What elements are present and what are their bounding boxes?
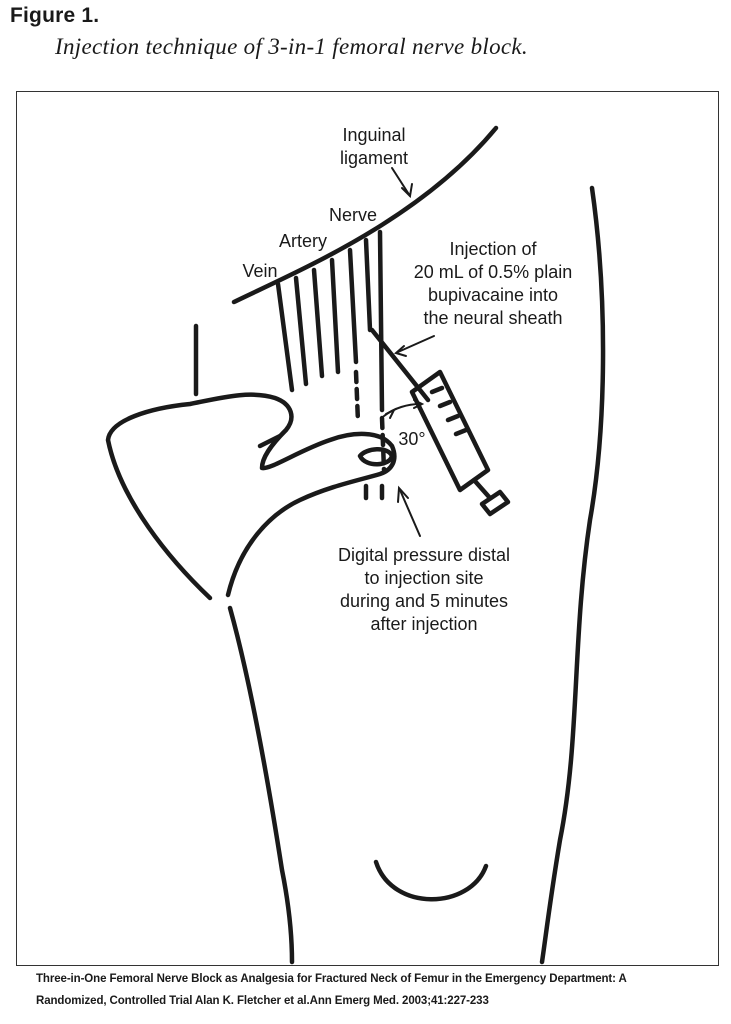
thigh-outline-left-lower	[227, 605, 295, 965]
syringe-grad-4	[453, 427, 469, 437]
syringe-barrel	[409, 369, 491, 493]
pressure-pointer-head	[397, 485, 409, 503]
nerve-line-2	[363, 237, 373, 333]
vein-label: Vein	[242, 261, 278, 281]
knee-crease	[373, 859, 489, 902]
ligament-pointer-line	[391, 167, 411, 197]
artery-line-2	[329, 257, 341, 375]
figure-label: Figure 1.	[10, 4, 100, 27]
nerve-label: Nerve	[328, 205, 377, 225]
inguinal-ligament-label: Inguinal ligament	[339, 125, 409, 168]
vein-line-2	[293, 275, 309, 387]
artery-line-1	[311, 267, 325, 379]
figure-frame	[16, 91, 719, 966]
injection-pointer-head	[393, 345, 407, 357]
caption-line-1: Three-in-One Femoral Nerve Block as Anal…	[36, 973, 627, 985]
angle-label: 30°	[398, 429, 426, 449]
syringe-grad-3	[445, 413, 461, 423]
inguinal-ligament-line	[231, 125, 499, 305]
pressure-label: Digital pressure distal to injection sit…	[337, 545, 511, 634]
caption-line-2: Randomized, Controlled Trial Alan K. Fle…	[36, 995, 489, 1007]
thigh-outline-right	[539, 185, 606, 965]
vein-line-1	[275, 281, 295, 393]
figure-caption: Three-in-One Femoral Nerve Block as Anal…	[36, 968, 716, 1012]
nerve-dash-1	[353, 369, 361, 425]
injection-label: Injection of 20 mL of 0.5% plain bupivac…	[413, 239, 573, 328]
figure-title: Injection technique of 3-in-1 femoral ne…	[55, 34, 528, 59]
hand-outline	[105, 392, 397, 601]
pressure-pointer-line	[399, 489, 421, 537]
syringe-plunger-cap	[479, 489, 511, 517]
artery-label: Artery	[278, 231, 327, 251]
syringe-plunger	[471, 477, 493, 501]
fingernail	[357, 447, 395, 467]
injection-pointer-line	[397, 335, 435, 353]
angle-arrow-left	[385, 407, 397, 419]
nerve-line-1	[347, 247, 359, 365]
syringe-grad-2	[437, 399, 453, 409]
angle-arc	[383, 403, 421, 417]
syringe-grad-1	[429, 385, 445, 395]
thumb-line	[257, 433, 283, 449]
nerve-line-3	[377, 229, 385, 413]
angle-arrow-right	[413, 399, 425, 409]
ligament-pointer-head	[401, 183, 413, 199]
